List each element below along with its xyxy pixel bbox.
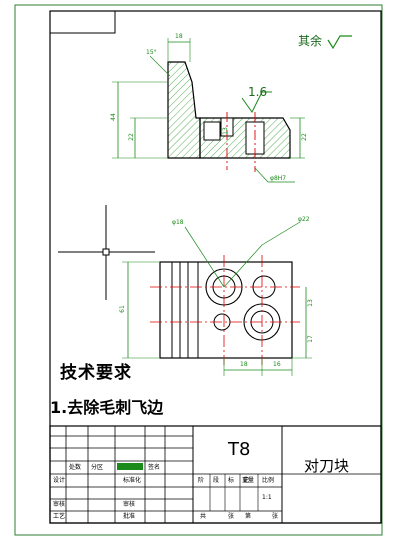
plan-outline bbox=[159, 261, 293, 359]
dim-plan-bottom-2: 16 bbox=[273, 361, 281, 368]
dim-angle: 15° bbox=[146, 49, 157, 56]
roughness-value: 1.6 bbox=[248, 85, 268, 99]
tech-requirements-title: 技术要求 bbox=[60, 363, 132, 383]
dim-plan-height: 61 bbox=[118, 305, 126, 313]
label-design: 设计 bbox=[53, 477, 66, 484]
drawing-frame bbox=[49, 10, 382, 524]
sheet-total-unit: 张 bbox=[228, 513, 235, 520]
roughness-symbol bbox=[241, 91, 272, 113]
signature-mark bbox=[117, 463, 143, 470]
part-name: 对刀块 bbox=[304, 457, 350, 475]
cad-cursor-crosshair bbox=[58, 205, 155, 300]
roughness-other-symbol bbox=[327, 35, 352, 50]
plan-view bbox=[122, 221, 312, 376]
dim-top-width: 18 bbox=[175, 33, 183, 40]
dim-left-height: 44 bbox=[109, 113, 117, 121]
title-block bbox=[49, 425, 382, 524]
sheet-total-label: 共 bbox=[200, 513, 207, 520]
label-approve-1: 审核 bbox=[123, 501, 136, 508]
hole-left bbox=[203, 121, 221, 141]
stage-mark-4: 记 bbox=[243, 477, 250, 484]
title-small-3: 签名 bbox=[148, 464, 161, 471]
title-small-2: 分区 bbox=[91, 464, 104, 471]
label-review: 审核 bbox=[53, 501, 66, 508]
dim-center-small: 13 bbox=[221, 127, 229, 135]
roughness-other-label: 其余 bbox=[298, 34, 323, 48]
stage-mark-1: 阶 bbox=[198, 477, 205, 484]
dim-left-inner: 22 bbox=[127, 133, 135, 141]
label-process: 工艺 bbox=[53, 513, 66, 520]
dim-diameter-right: φ22 bbox=[298, 216, 310, 223]
label-std: 标准化 bbox=[123, 477, 142, 484]
weight-label: 重量 bbox=[242, 477, 255, 484]
dim-plan-right-1: 13 bbox=[306, 299, 314, 307]
stage-mark-2: 段 bbox=[213, 477, 220, 484]
scale-label: 比例 bbox=[262, 477, 275, 484]
scale-value: 1:1 bbox=[262, 494, 272, 501]
left-jaw-profile bbox=[167, 61, 201, 159]
stage-mark-3: 标 bbox=[228, 477, 235, 484]
sheet-index-label: 第 bbox=[245, 513, 252, 520]
sheet-index-unit: 张 bbox=[272, 513, 279, 520]
drawing-code-box bbox=[49, 10, 116, 34]
dim-right-height: 22 bbox=[300, 133, 308, 141]
dim-diameter-left: φ18 bbox=[172, 219, 184, 226]
sheet-border bbox=[14, 4, 383, 536]
front-section-view bbox=[112, 38, 305, 183]
label-approve-2: 批准 bbox=[123, 513, 136, 520]
dim-plan-bottom-1: 18 bbox=[240, 361, 248, 368]
title-small-1: 处数 bbox=[69, 464, 82, 471]
dim-plan-right-2: 17 bbox=[306, 335, 314, 343]
tech-requirement-item-1: 1.去除毛刺飞边 bbox=[50, 398, 164, 417]
dim-bottom-diameter: φ8H7 bbox=[270, 175, 287, 182]
part-code: T8 bbox=[228, 439, 251, 460]
